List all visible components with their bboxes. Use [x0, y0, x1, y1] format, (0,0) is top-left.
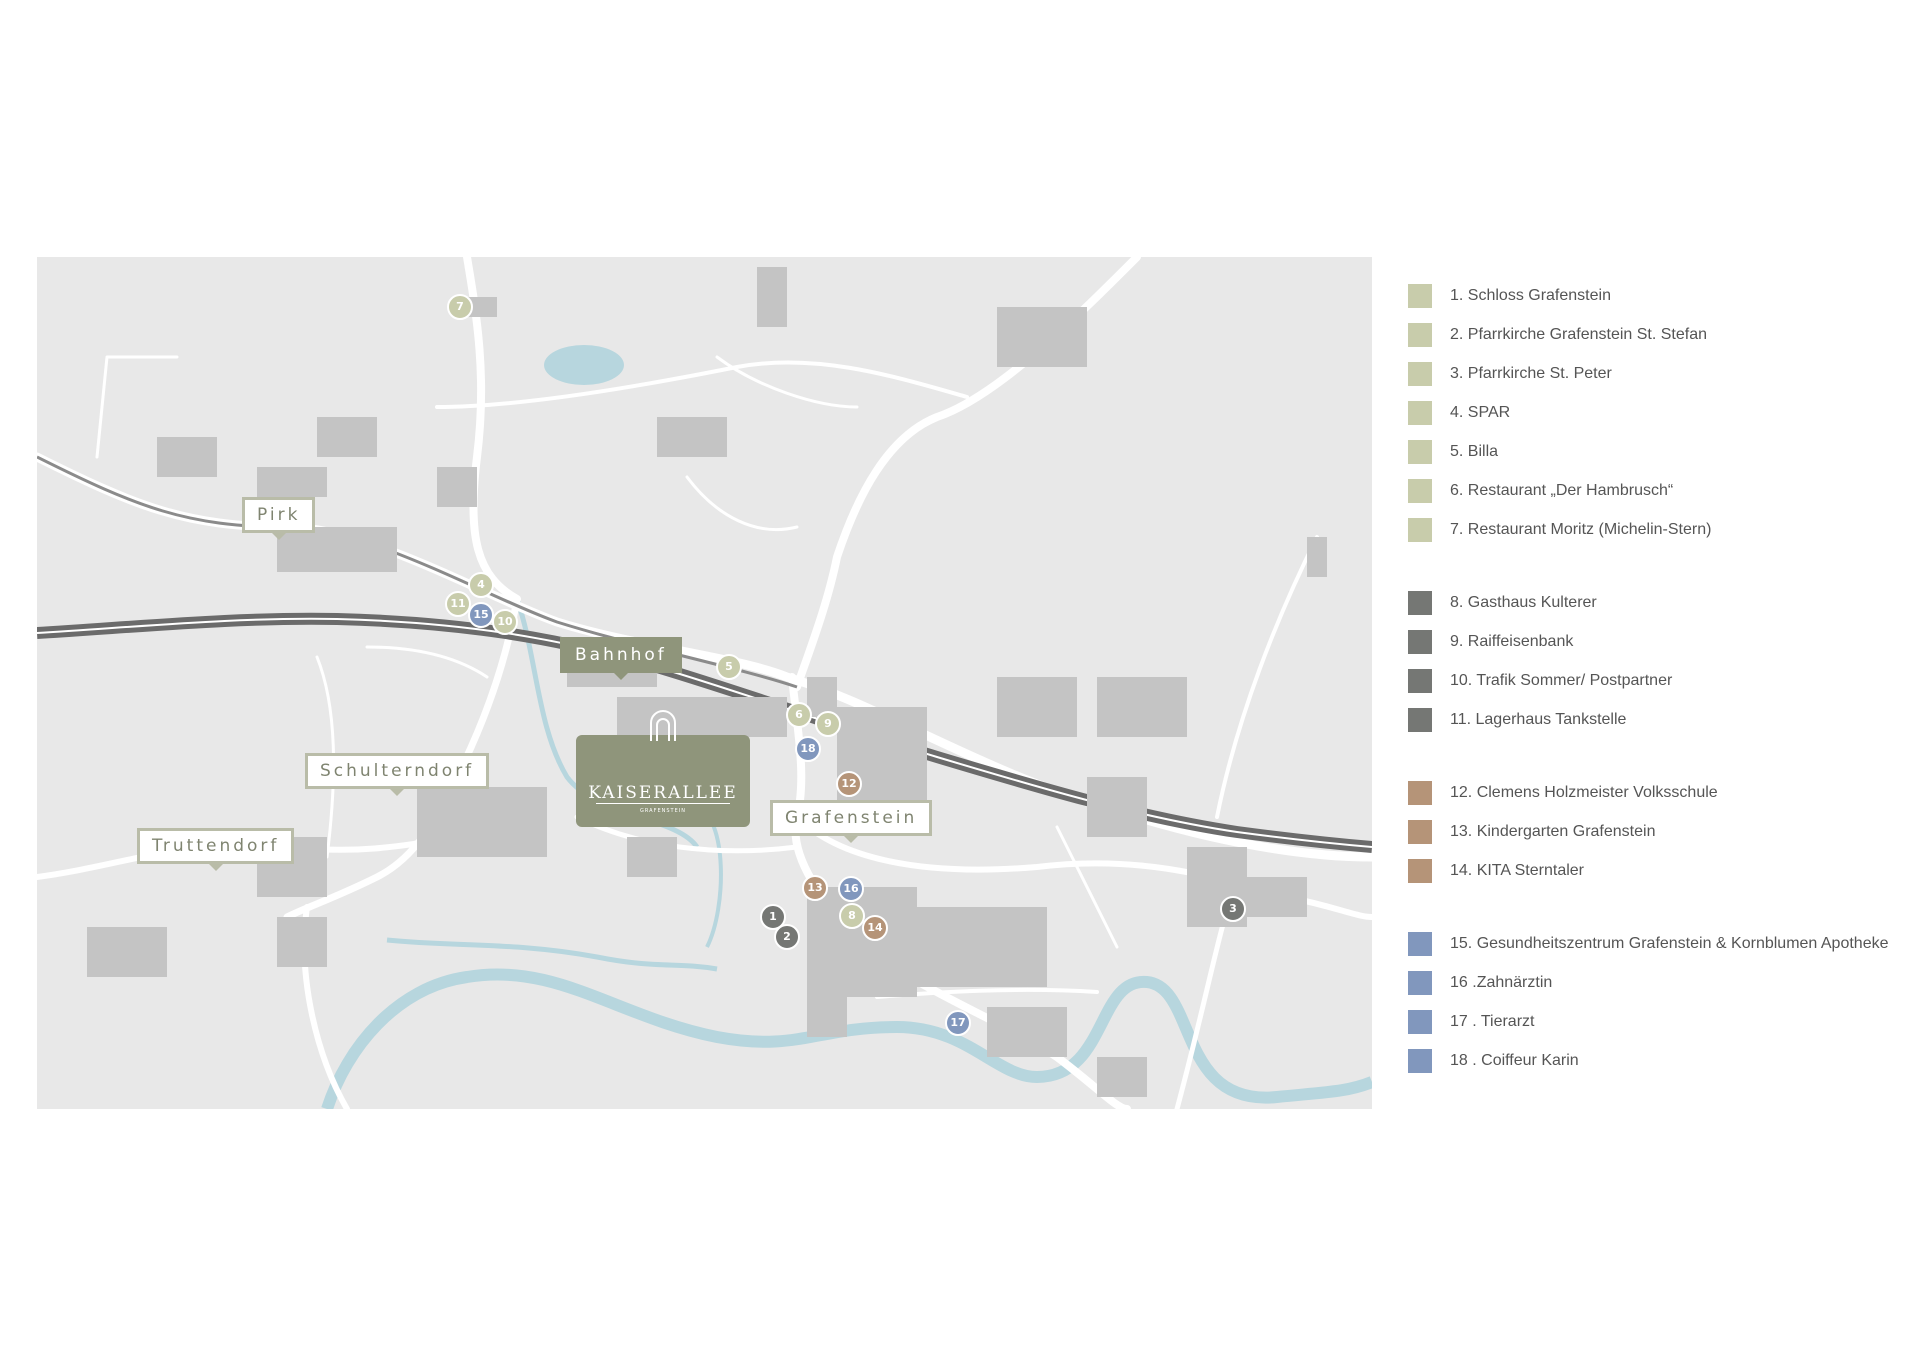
poi-marker-14[interactable]: 14 [862, 915, 888, 941]
legend-item[interactable]: 5. Billa [1408, 432, 1908, 471]
poi-marker-3[interactable]: 3 [1220, 896, 1246, 922]
legend-swatch [1408, 970, 1432, 995]
stream [386, 937, 718, 972]
poi-marker-13[interactable]: 13 [802, 875, 828, 901]
arch-icon [650, 710, 676, 741]
map-base [37, 257, 1372, 1109]
legend-label: 4. SPAR [1450, 403, 1511, 421]
legend-label: 12. Clemens Holzmeister Volksschule [1450, 783, 1718, 801]
poi-marker-9[interactable]: 9 [815, 711, 841, 737]
poi-marker-2[interactable]: 2 [774, 924, 800, 950]
place-label-bahnhof: Bahnhof [560, 637, 682, 680]
map[interactable]: Pirk Bahnhof Schulterndorf Truttendorf G… [37, 257, 1372, 1109]
legend-swatch [1408, 400, 1432, 425]
legend-label: 18 . Coiffeur Karin [1450, 1051, 1579, 1069]
legend-group-education: 12. Clemens Holzmeister Volksschule 13. … [1408, 773, 1908, 890]
legend-swatch [1408, 629, 1432, 654]
legend-label: 17 . Tierarzt [1450, 1012, 1535, 1030]
legend-item[interactable]: 6. Restaurant „Der Hambrusch“ [1408, 471, 1908, 510]
kaiserallee-logo[interactable]: KAISERALLEE GRAFENSTEIN [576, 710, 750, 827]
canal [696, 805, 723, 948]
legend-swatch [1408, 478, 1432, 503]
legend-label: 6. Restaurant „Der Hambrusch“ [1450, 481, 1674, 499]
legend-swatch [1408, 439, 1432, 464]
legend-item[interactable]: 13. Kindergarten Grafenstein [1408, 812, 1908, 851]
poi-marker-18[interactable]: 18 [795, 736, 821, 762]
legend-item[interactable]: 9. Raiffeisenbank [1408, 622, 1908, 661]
legend-swatch [1408, 283, 1432, 308]
place-label-pirk: Pirk [242, 497, 316, 540]
legend-label: 7. Restaurant Moritz (Michelin-Stern) [1450, 520, 1712, 538]
legend-label: 1. Schloss Grafenstein [1450, 286, 1611, 304]
legend-item[interactable]: 17 . Tierarzt [1408, 1002, 1908, 1041]
project-subtitle: GRAFENSTEIN [640, 808, 686, 814]
motorway-centerline [37, 617, 1372, 848]
logo-rule [596, 803, 730, 804]
project-name: KAISERALLEE [588, 783, 738, 803]
legend-label: 3. Pfarrkirche St. Peter [1450, 364, 1612, 382]
legend-swatch [1408, 1048, 1432, 1073]
legend-item[interactable]: 11. Lagerhaus Tankstelle [1408, 700, 1908, 739]
river [321, 968, 1372, 1109]
legend-item[interactable]: 10. Trafik Sommer/ Postpartner [1408, 661, 1908, 700]
legend: 1. Schloss Grafenstein 2. Pfarrkirche Gr… [1408, 276, 1908, 1114]
legend-item[interactable]: 15. Gesundheitszentrum Grafenstein & Kor… [1408, 924, 1908, 963]
legend-swatch [1408, 517, 1432, 542]
legend-item[interactable]: 1. Schloss Grafenstein [1408, 276, 1908, 315]
poi-marker-11[interactable]: 11 [445, 591, 471, 617]
poi-marker-12[interactable]: 12 [836, 771, 862, 797]
poi-marker-4[interactable]: 4 [468, 572, 494, 598]
legend-label: 9. Raiffeisenbank [1450, 632, 1574, 650]
legend-label: 8. Gasthaus Kulterer [1450, 593, 1597, 611]
place-label-schulterndorf: Schulterndorf [305, 753, 490, 796]
legend-group-services: 8. Gasthaus Kulterer 9. Raiffeisenbank 1… [1408, 583, 1908, 739]
legend-label: 2. Pfarrkirche Grafenstein St. Stefan [1450, 325, 1708, 343]
place-label-truttendorf: Truttendorf [137, 828, 295, 871]
legend-item[interactable]: 8. Gasthaus Kulterer [1408, 583, 1908, 622]
legend-label: 11. Lagerhaus Tankstelle [1450, 710, 1627, 728]
legend-swatch [1408, 590, 1432, 615]
legend-label: 5. Billa [1450, 442, 1499, 460]
legend-item[interactable]: 18 . Coiffeur Karin [1408, 1041, 1908, 1080]
legend-label: 14. KITA Sterntaler [1450, 861, 1584, 879]
poi-marker-15[interactable]: 15 [468, 602, 494, 628]
legend-group-attractions: 1. Schloss Grafenstein 2. Pfarrkirche Gr… [1408, 276, 1908, 549]
legend-swatch [1408, 858, 1432, 883]
place-label-grafenstein: Grafenstein [770, 800, 933, 843]
legend-swatch [1408, 819, 1432, 844]
legend-label: 16 .Zahnärztin [1450, 973, 1553, 991]
legend-item[interactable]: 14. KITA Sterntaler [1408, 851, 1908, 890]
legend-swatch [1408, 361, 1432, 386]
buildings [87, 267, 1327, 1097]
legend-swatch [1408, 322, 1432, 347]
legend-item[interactable]: 7. Restaurant Moritz (Michelin-Stern) [1408, 510, 1908, 549]
poi-marker-8[interactable]: 8 [839, 903, 865, 929]
legend-item[interactable]: 4. SPAR [1408, 393, 1908, 432]
legend-label: 13. Kindergarten Grafenstein [1450, 822, 1656, 840]
legend-item[interactable]: 16 .Zahnärztin [1408, 963, 1908, 1002]
legend-swatch [1408, 1009, 1432, 1034]
legend-label: 15. Gesundheitszentrum Grafenstein & Kor… [1450, 934, 1889, 952]
poi-marker-5[interactable]: 5 [716, 654, 742, 680]
poi-marker-7[interactable]: 7 [447, 294, 473, 320]
legend-swatch [1408, 668, 1432, 693]
poi-marker-10[interactable]: 10 [492, 609, 518, 635]
poi-marker-17[interactable]: 17 [945, 1010, 971, 1036]
poi-marker-16[interactable]: 16 [838, 876, 864, 902]
legend-group-health: 15. Gesundheitszentrum Grafenstein & Kor… [1408, 924, 1908, 1080]
poi-marker-6[interactable]: 6 [786, 702, 812, 728]
legend-swatch [1408, 707, 1432, 732]
legend-item[interactable]: 3. Pfarrkirche St. Peter [1408, 354, 1908, 393]
legend-swatch [1408, 931, 1432, 956]
legend-swatch [1408, 780, 1432, 805]
legend-item[interactable]: 12. Clemens Holzmeister Volksschule [1408, 773, 1908, 812]
legend-item[interactable]: 2. Pfarrkirche Grafenstein St. Stefan [1408, 315, 1908, 354]
legend-label: 10. Trafik Sommer/ Postpartner [1450, 671, 1673, 689]
pond [544, 345, 624, 385]
